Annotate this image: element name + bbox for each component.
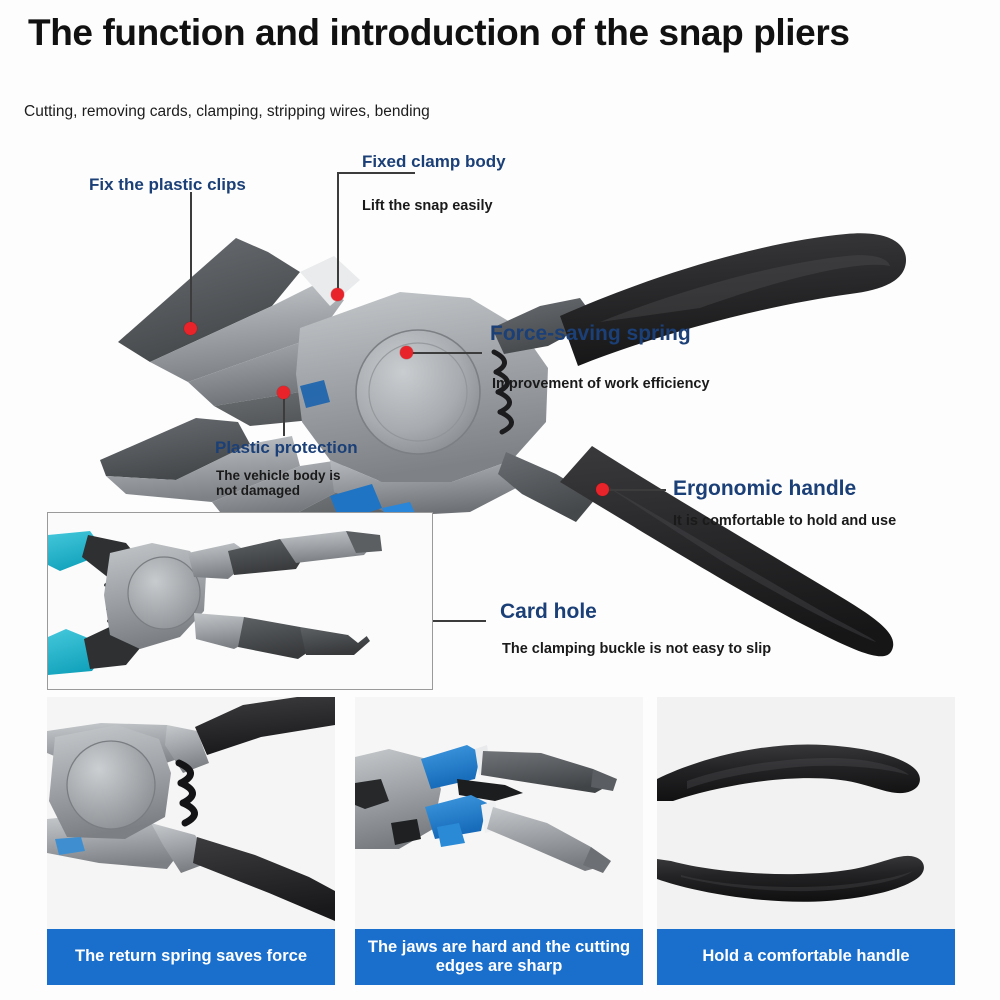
feature-panel-return-spring: The return spring saves force <box>47 697 335 985</box>
annotation-heading-fixed-clamp-body: Fixed clamp body <box>362 152 506 171</box>
inset-photo <box>47 512 433 690</box>
page-title: The function and introduction of the sna… <box>28 12 850 53</box>
annotation-heading-force-saving-spring: Force-saving spring <box>490 322 691 345</box>
panel-caption-jaws: The jaws are hard and the cutting edges … <box>355 929 643 985</box>
leader-line-ergonomic-handle <box>608 489 666 491</box>
leader-line-plastic-protection <box>283 398 285 436</box>
marker-dot-force-saving-spring <box>400 346 413 359</box>
page-subtitle: Cutting, removing cards, clamping, strip… <box>24 103 430 120</box>
panel-photo-handle <box>657 697 955 929</box>
annotation-sub2-plastic-protection: not damaged <box>216 483 301 498</box>
leader-line-fixed-clamp-body-horizontal <box>337 172 415 174</box>
panel-photo-return-spring <box>47 697 335 929</box>
leader-line-fixed-clamp-body-vertical <box>337 172 339 294</box>
annotation-heading-fix-the-plastic-clips: Fix the plastic clips <box>89 175 246 194</box>
feature-panel-handle: Hold a comfortable handle <box>657 697 955 985</box>
annotation-heading-card-hole: Card hole <box>500 600 597 623</box>
marker-dot-ergonomic-handle <box>596 483 609 496</box>
leader-line-fix-the-plastic-clips <box>190 192 192 327</box>
panel-photo-jaws <box>355 697 643 929</box>
annotation-sub-force-saving-spring: Improvement of work efficiency <box>492 376 710 392</box>
leader-line-force-saving-spring <box>412 352 482 354</box>
panel-caption-handle: Hold a comfortable handle <box>657 929 955 985</box>
annotation-sub-ergonomic-handle: It is comfortable to hold and use <box>673 513 897 529</box>
marker-dot-fixed-clamp-body <box>331 288 344 301</box>
annotation-sub-plastic-protection: The vehicle body is <box>216 468 341 483</box>
panel-caption-return-spring: The return spring saves force <box>47 929 335 985</box>
main-pliers-illustration <box>100 233 906 657</box>
annotation-sub-card-hole: The clamping buckle is not easy to slip <box>502 641 772 657</box>
annotation-sub-fixed-clamp-body: Lift the snap easily <box>362 198 493 214</box>
marker-dot-plastic-protection <box>277 386 290 399</box>
marker-dot-fix-the-plastic-clips <box>184 322 197 335</box>
annotation-heading-plastic-protection: Plastic protection <box>215 438 358 457</box>
feature-panel-jaws: The jaws are hard and the cutting edges … <box>355 697 643 985</box>
annotation-heading-ergonomic-handle: Ergonomic handle <box>673 477 857 500</box>
